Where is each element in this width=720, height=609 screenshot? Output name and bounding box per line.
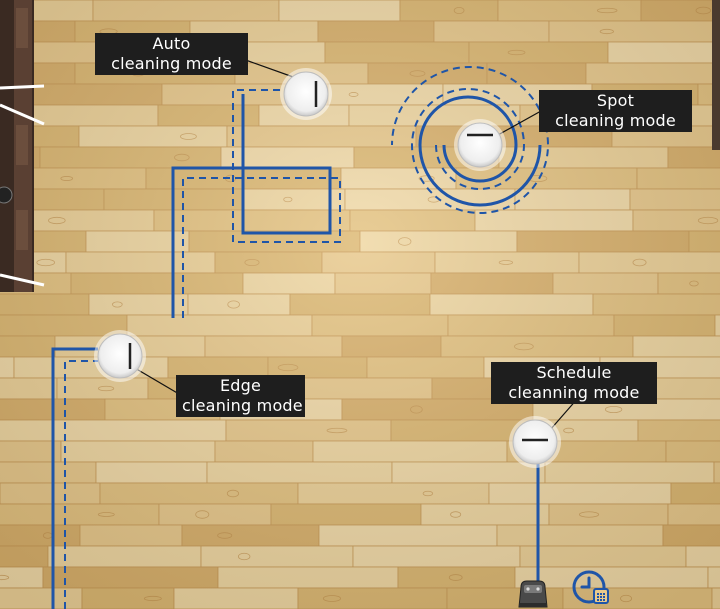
auto-cleaning-label: Auto cleaning mode: [95, 33, 248, 75]
robot-vacuum-icon: [94, 330, 146, 382]
spot-label-line2: cleaning mode: [555, 111, 676, 130]
door-edge: [712, 0, 720, 150]
edge-label-line1: Edge: [219, 376, 262, 395]
auto-leader-line: [239, 57, 297, 79]
auto-cleaning-path: [171, 89, 341, 318]
edge-cleaning-path: [51, 347, 98, 609]
schedule-cleaning-label: Schedule cleanning mode: [491, 362, 657, 404]
shelf-furniture: [0, 0, 45, 292]
auto-label-line2: cleaning mode: [111, 54, 232, 73]
spot-cleaning-label: Spot cleaning mode: [539, 90, 692, 132]
edge-label-line2: cleaning mode: [182, 396, 303, 415]
schedule-label-line1: Schedule: [536, 363, 612, 382]
spot-cleaning-spiral: [391, 66, 550, 214]
robot-vacuum-icon: [280, 68, 332, 120]
schedule-label-line2: cleanning mode: [508, 383, 640, 402]
robot-vacuum-icon: [509, 416, 561, 468]
edge-cleaning-label: Edge cleaning mode: [176, 375, 305, 417]
auto-label-line1: Auto: [152, 34, 191, 53]
robot-vacuum-icon: [454, 119, 506, 171]
charging-dock-icon: [518, 580, 548, 608]
spot-label-line1: Spot: [596, 91, 635, 110]
clock-calendar-icon: [572, 570, 609, 604]
